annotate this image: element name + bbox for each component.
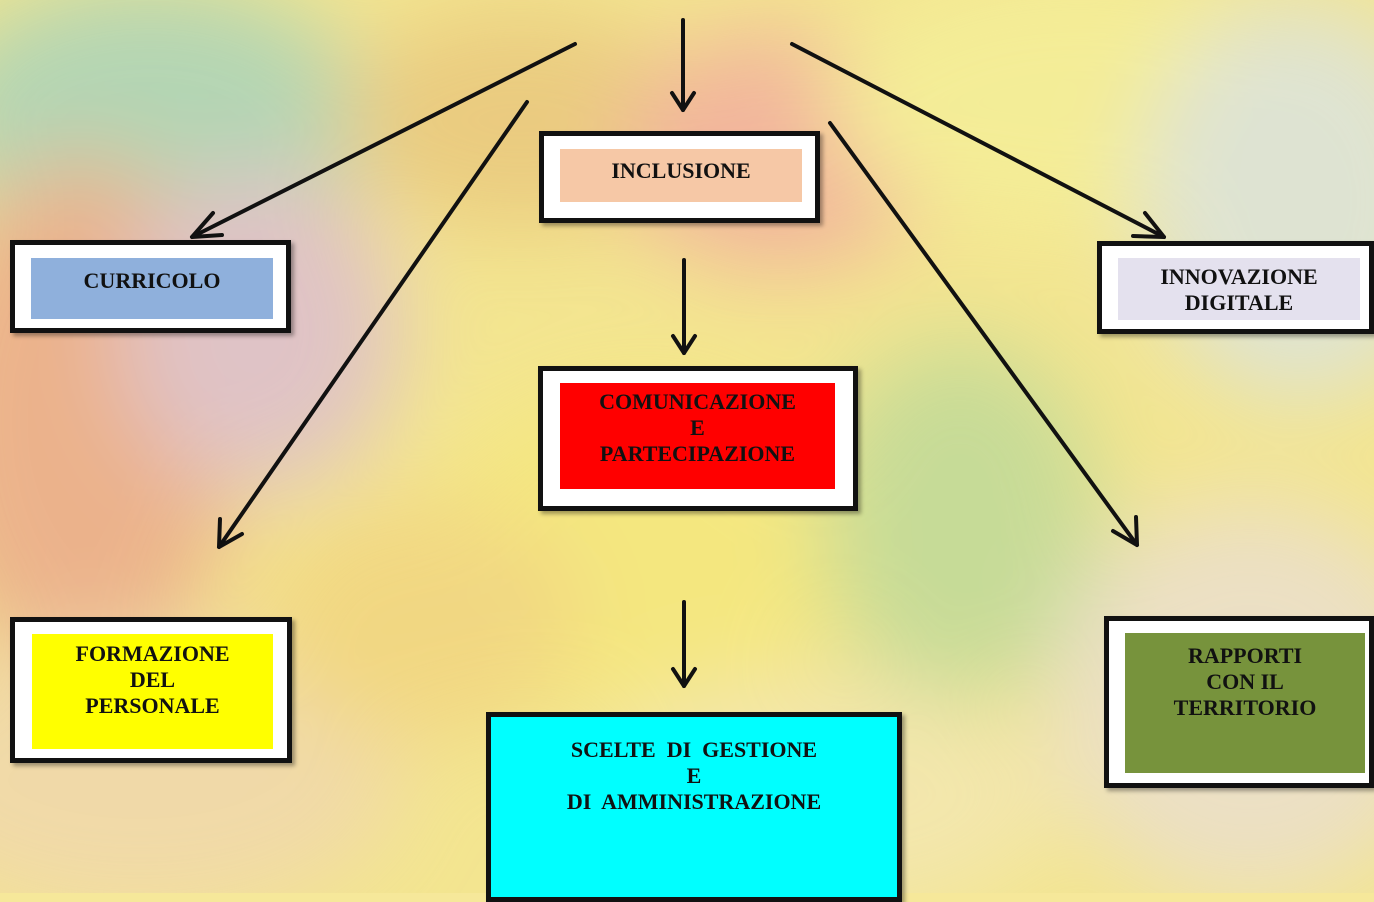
rapporti-node: RAPPORTI CON IL TERRITORIO (1104, 616, 1374, 788)
innovazione-box: INNOVAZIONE DIGITALE (1118, 258, 1360, 320)
comunicazione-box: COMUNICAZIONE E PARTECIPAZIONE (560, 383, 835, 489)
formazione-label-line2: DEL (129, 667, 176, 692)
arrow-to-inclusione (670, 18, 696, 112)
curricolo-label: CURRICOLO (83, 268, 221, 293)
scelte-label-line2: E (686, 763, 702, 788)
arrow-to-curricolo (190, 42, 577, 239)
rapporti-label-line1: RAPPORTI (1187, 643, 1303, 668)
formazione-node: FORMAZIONE DEL PERSONALE (10, 617, 292, 763)
scelte-node: SCELTE DI GESTIONE E DI AMMINISTRAZIONE (486, 712, 902, 902)
curricolo-node: CURRICOLO (10, 240, 291, 333)
arrow-to-formazione (217, 100, 529, 549)
comunicazione-label-line1: COMUNICAZIONE (599, 389, 796, 414)
comunicazione-label-line3: PARTECIPAZIONE (599, 441, 796, 466)
inclusione-node: INCLUSIONE (539, 131, 820, 223)
inclusione-label: INCLUSIONE (611, 158, 751, 183)
arrow-to-comunicazione (671, 258, 697, 355)
arrow-to-rapporti (828, 121, 1139, 547)
formazione-box: FORMAZIONE DEL PERSONALE (32, 634, 273, 749)
comunicazione-node: COMUNICAZIONE E PARTECIPAZIONE (538, 366, 858, 511)
innovazione-label-line1: INNOVAZIONE (1160, 264, 1318, 289)
rapporti-label-line2: CON IL (1206, 669, 1284, 694)
innovazione-digitale-node: INNOVAZIONE DIGITALE (1097, 241, 1374, 334)
formazione-label-line3: PERSONALE (85, 693, 220, 718)
scelte-label-line1: SCELTE DI GESTIONE (570, 737, 818, 762)
scelte-box: SCELTE DI GESTIONE E DI AMMINISTRAZIONE (491, 717, 897, 897)
arrow-to-scelte (671, 600, 697, 688)
comunicazione-label-line2: E (690, 415, 705, 440)
scelte-label-line3: DI AMMINISTRAZIONE (566, 789, 822, 814)
arrow-to-innovazione (790, 42, 1166, 239)
innovazione-label-line2: DIGITALE (1184, 290, 1294, 315)
formazione-label-line1: FORMAZIONE (75, 641, 230, 666)
rapporti-label-line3: TERRITORIO (1173, 695, 1317, 720)
inclusione-box: INCLUSIONE (560, 149, 802, 202)
curricolo-box: CURRICOLO (31, 258, 273, 319)
rapporti-box: RAPPORTI CON IL TERRITORIO (1125, 633, 1365, 773)
